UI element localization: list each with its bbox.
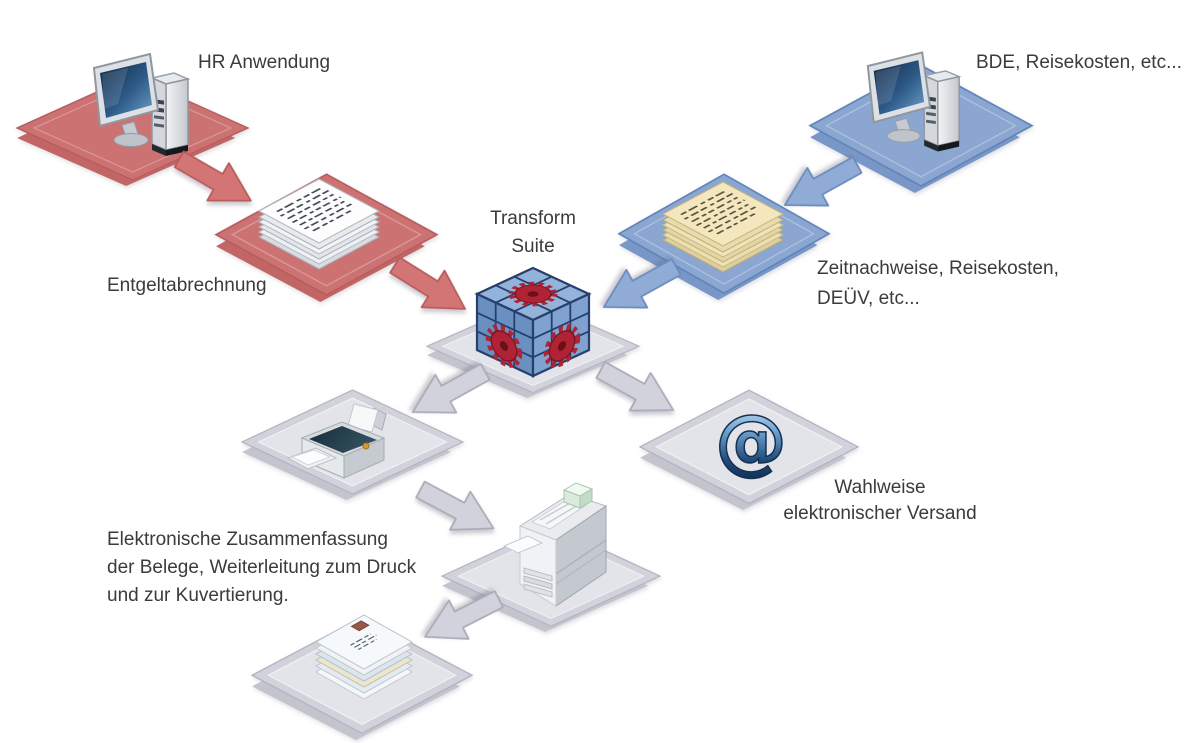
copier-icon — [498, 472, 622, 610]
arrow-transform-to-email — [585, 345, 690, 436]
gear-icon — [485, 324, 523, 368]
cube-gears-icon — [471, 264, 595, 378]
platform-email-dispatch — [638, 388, 860, 510]
label-entgeltabrechnung: Entgeltabrechnung — [107, 275, 267, 296]
arrow-printcenter-to-envelopes — [405, 571, 519, 665]
svg-text:@: @ — [715, 399, 787, 483]
arrow-printer-to-printcenter — [405, 464, 510, 554]
arrow-transform-to-printer — [397, 347, 502, 438]
label-zeitnachweise: Zeitnachweise, Reisekosten, DEÜV, etc... — [817, 258, 1059, 309]
label-wahlweise-versand: Wahlweise elektronischer Versand — [783, 477, 977, 524]
label-elektronische-zusammenfassung: Elektronische Zusammenfassung der Belege… — [107, 529, 417, 606]
gear-icon — [543, 324, 581, 368]
arrow-bde-to-time — [769, 140, 874, 231]
gear-icon — [508, 281, 558, 307]
label-transform-suite: Transform Suite — [490, 208, 576, 257]
arrow-hr-to-payroll — [163, 134, 268, 226]
computer-icon — [88, 48, 193, 158]
computer-icon — [862, 44, 964, 156]
arrow-time-to-transform — [588, 242, 693, 333]
arrow-payroll-to-transform — [378, 240, 483, 333]
documents-icon — [657, 173, 789, 281]
printer-icon — [286, 402, 398, 488]
label-hr-anwendung: HR Anwendung — [198, 52, 331, 73]
envelopes-icon — [310, 608, 418, 708]
at-icon: @ — [712, 398, 790, 484]
label-bde: BDE, Reisekosten, etc... — [976, 52, 1182, 73]
documents-icon — [253, 170, 385, 278]
